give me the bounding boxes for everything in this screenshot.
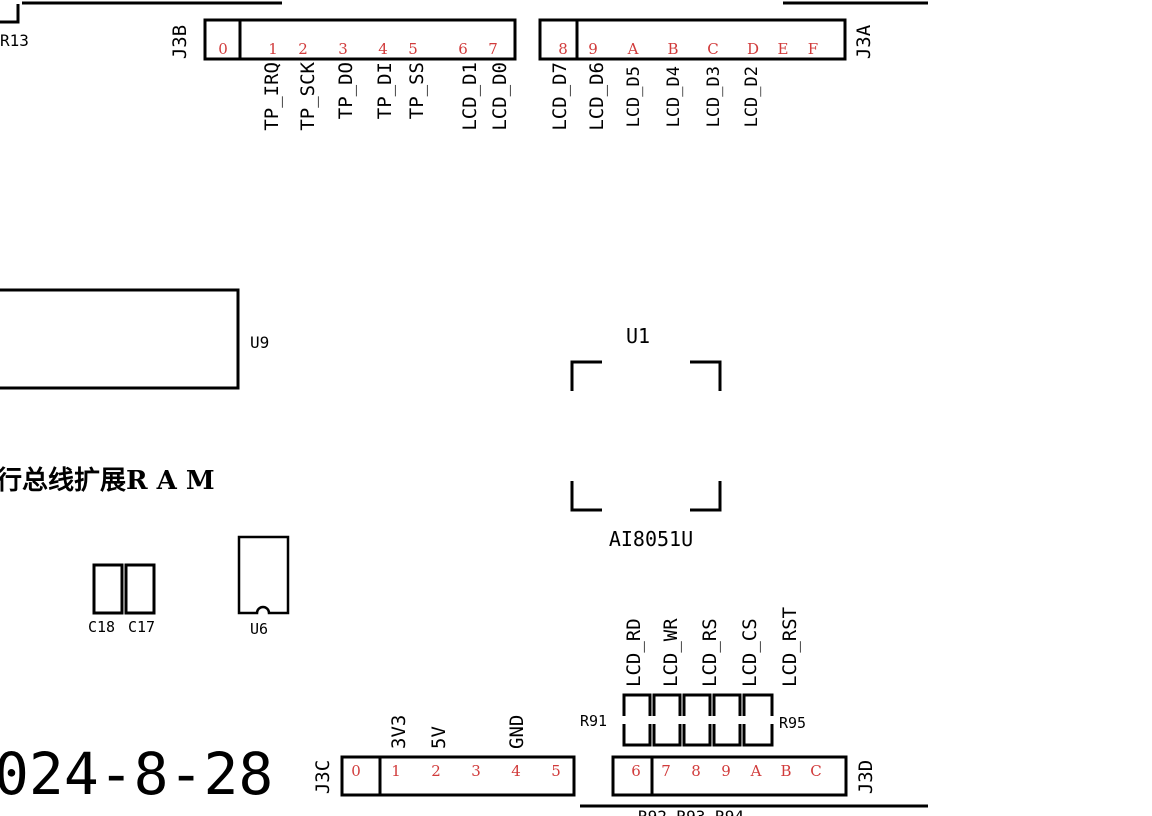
j3a-pin-b: B <box>667 40 678 58</box>
j3c-pin-2: 2 <box>431 762 441 780</box>
c17-outline <box>124 563 156 615</box>
j3b-pin-0: 0 <box>218 40 228 58</box>
ram-expansion-title: 行总线扩展R A M <box>0 465 215 496</box>
j3b-pin-4: 4 <box>378 40 388 58</box>
j3b-pin-7: 7 <box>488 40 498 58</box>
j3a-pin-e: E <box>778 40 789 58</box>
j3c-header <box>340 755 576 797</box>
j3a-pin-d: D <box>747 40 759 58</box>
u1-part-number: AI8051U <box>609 527 693 551</box>
u6-outline <box>237 535 290 615</box>
j3b-header <box>203 18 517 61</box>
signal-lcd-d3: LCD_D3 <box>704 66 724 127</box>
signal-lcd-d7: LCD_D7 <box>549 62 571 131</box>
j3d-pin-9: 9 <box>721 762 731 780</box>
j3a-pin-8: 8 <box>558 40 568 58</box>
signal-lcd-d0: LCD_D0 <box>489 62 511 131</box>
signal-lcd-d1: LCD_D1 <box>459 62 481 131</box>
signal-tp-irq: TP_IRQ <box>261 62 283 131</box>
j3b-pin-5: 5 <box>408 40 418 58</box>
j3b-ref: J3B <box>169 25 191 59</box>
j3a-header <box>538 18 847 61</box>
u9-outline <box>0 288 240 390</box>
signal-tp-ss: TP_SS <box>406 62 428 119</box>
signal-lcd-d2: LCD_D2 <box>742 66 762 127</box>
j3d-pin-6: 6 <box>631 762 641 780</box>
j3d-pin-c: C <box>810 762 821 780</box>
u1-label: U1 <box>626 324 650 348</box>
j3b-pin-6: 6 <box>458 40 468 58</box>
j3c-pin-0: 0 <box>351 762 361 780</box>
u6-label: U6 <box>250 620 268 638</box>
signal-tp-do: TP_DO <box>335 62 357 119</box>
j3d-pin-7: 7 <box>661 762 671 780</box>
j3d-pin-a: A <box>750 762 762 780</box>
r95-label: R95 <box>779 714 806 732</box>
u9-label: U9 <box>250 333 269 352</box>
signal-lcd-cs: LCD_CS <box>739 618 761 687</box>
signal-lcd-d6: LCD_D6 <box>586 62 608 131</box>
signal-lcd-rst: LCD_RST <box>779 607 801 687</box>
j3c-ref: J3C <box>312 760 334 794</box>
j3d-ref: J3D <box>855 760 877 794</box>
j3b-pin-2: 2 <box>298 40 308 58</box>
j3d-pin-8: 8 <box>691 762 701 780</box>
signal-tp-di: TP_DI <box>374 62 396 119</box>
signal-lcd-rs: LCD_RS <box>699 618 721 687</box>
j3a-pin-9: 9 <box>588 40 598 58</box>
resistor-array <box>622 693 774 747</box>
j3c-pin-3: 3 <box>471 762 481 780</box>
r91-label: R91 <box>580 712 607 730</box>
j3a-ref: J3A <box>853 24 875 59</box>
c17-label: C17 <box>128 618 155 636</box>
signal-3v3: 3V3 <box>388 715 410 749</box>
r92-r94-label: R92 R93 R94 <box>638 807 744 816</box>
u1-outline <box>570 360 722 512</box>
signal-tp-sck: TP_SCK <box>297 61 319 130</box>
signal-lcd-rd: LCD_RD <box>623 618 645 687</box>
j3a-pin-a: A <box>627 40 639 58</box>
j3d-pin-b: B <box>780 762 791 780</box>
signal-gnd: GND <box>506 715 528 749</box>
signal-5v: 5V <box>428 726 450 749</box>
signal-lcd-d5: LCD_D5 <box>624 66 644 127</box>
j3c-pin-5: 5 <box>551 762 561 780</box>
c18-outline <box>92 563 124 615</box>
j3c-pin-4: 4 <box>511 762 521 780</box>
r13-label: R13 <box>0 31 29 50</box>
revision-date: 024-8-28 <box>0 740 273 808</box>
j3b-pin-3: 3 <box>338 40 348 58</box>
c18-label: C18 <box>88 618 115 636</box>
signal-lcd-wr: LCD_WR <box>660 618 682 687</box>
signal-lcd-d4: LCD_D4 <box>664 66 684 127</box>
r13-outline <box>0 4 20 24</box>
j3b-pin-1: 1 <box>268 40 278 58</box>
j3a-pin-c: C <box>707 40 718 58</box>
j3d-header <box>611 755 848 797</box>
j3a-pin-f: F <box>808 40 818 58</box>
j3c-pin-1: 1 <box>391 762 401 780</box>
